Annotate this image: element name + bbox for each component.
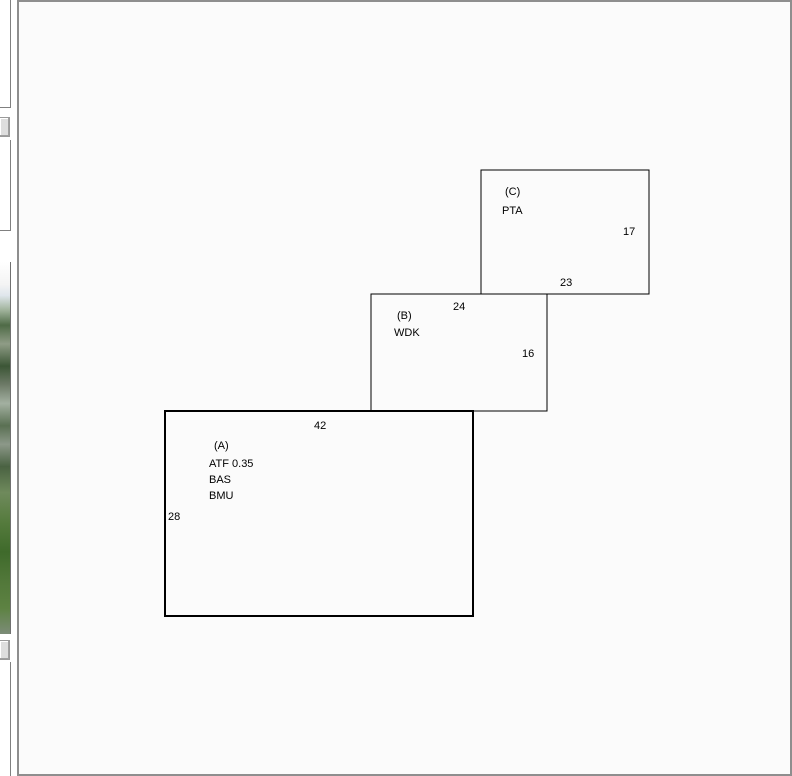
room-a-tag: (A): [214, 440, 229, 452]
room-c-tag: (C): [505, 186, 520, 198]
room-a[interactable]: 42 (A) ATF 0.35 BAS BMU 28: [165, 411, 473, 616]
room-c-bottom-dimension: 23: [560, 277, 572, 289]
room-a-top-dimension: 42: [314, 420, 326, 432]
room-b-top-dimension: 24: [453, 301, 465, 313]
room-b-tag: (B): [397, 310, 412, 322]
room-a-line-2: BAS: [209, 474, 231, 486]
room-a-line-1: ATF 0.35: [209, 458, 253, 470]
room-b-side-dimension: 16: [522, 348, 534, 360]
room-b[interactable]: 24 (B) WDK 16: [371, 294, 547, 411]
room-a-line-3: BMU: [209, 490, 234, 502]
room-c-line-1: PTA: [502, 205, 523, 217]
room-a-side-dimension: 28: [168, 511, 180, 523]
room-c-side-dimension: 17: [623, 226, 635, 238]
room-b-line-1: WDK: [394, 327, 420, 339]
room-c[interactable]: (C) PTA 17 23: [481, 170, 649, 294]
room-a-outline[interactable]: [165, 411, 473, 616]
